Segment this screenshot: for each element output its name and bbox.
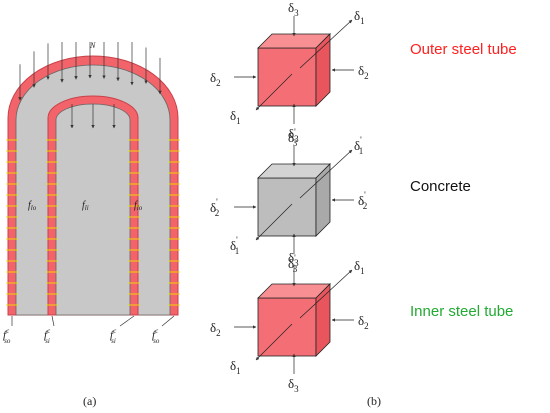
delta-diag-up-label: δ'1	[354, 135, 363, 156]
caption-a: (a)	[83, 394, 96, 408]
delta-right-label: δ2	[358, 313, 369, 331]
delta-top-label: δ3	[288, 0, 299, 18]
cube-side-face	[315, 163, 331, 237]
delta-diag-down-label: δ'1	[230, 235, 239, 256]
diag-down-arrow	[255, 323, 293, 361]
diag-up-arrow	[299, 269, 353, 319]
cube-front-face	[257, 297, 317, 357]
label-pointer	[119, 315, 135, 327]
cube-front-face	[257, 177, 317, 237]
delta-diag-down-label: δ1	[230, 358, 241, 376]
delta-diag-up-label: δ1	[354, 8, 365, 26]
delta-left-label: δ2	[210, 70, 221, 88]
delta-right-label: δ2	[358, 63, 369, 81]
label-pointer	[51, 315, 55, 327]
cube-side-face	[315, 283, 331, 357]
load-label: N	[89, 41, 96, 50]
delta-bottom-label: δ3	[288, 126, 299, 144]
inner-concrete	[55, 103, 131, 316]
delta-top-label: δ3	[288, 250, 299, 268]
cube-front-face	[257, 47, 317, 107]
delta-top-label: δ'3	[288, 127, 298, 148]
material-label: Outer steel tube	[410, 41, 517, 58]
material-label: Inner steel tube	[410, 303, 513, 320]
label-pointer	[161, 315, 175, 327]
region-label-outer-left: flo	[28, 200, 37, 212]
material-label: Concrete	[410, 178, 471, 195]
delta-left-label: δ2	[210, 320, 221, 338]
diag-up-arrow	[299, 19, 353, 69]
delta-right-label: δ'2	[358, 190, 367, 211]
stress-ticks	[6, 139, 180, 306]
region-label-outer-right: flo	[134, 200, 143, 212]
bottom-pointers	[11, 315, 175, 327]
delta-left-label: δ'2	[210, 197, 219, 218]
delta-bottom-label: δ3	[288, 376, 299, 394]
caption-b: (b)	[367, 394, 381, 408]
cube-side-face	[315, 33, 331, 107]
diag-down-arrow	[255, 73, 293, 111]
region-label-inner: fli	[82, 200, 89, 212]
delta-diag-up-label: δ1	[354, 258, 365, 276]
diag-up-arrow	[299, 149, 353, 199]
delta-diag-down-label: δ1	[230, 108, 241, 126]
load-arrows	[18, 42, 162, 129]
diag-down-arrow	[255, 203, 293, 241]
delta-bottom-label: δ'3	[288, 253, 298, 274]
